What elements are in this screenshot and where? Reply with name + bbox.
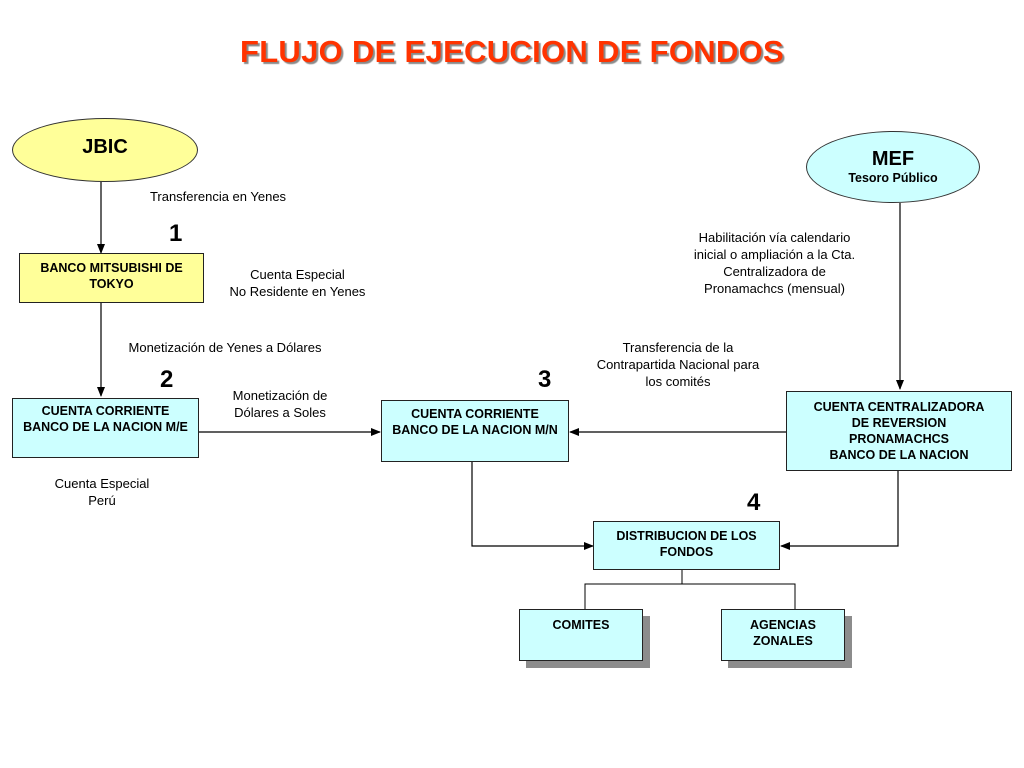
label-habilitacion: Habilitación vía calendario inicial o am… xyxy=(672,229,877,297)
habilitacion-line-1: Habilitación vía calendario xyxy=(698,230,851,245)
banco-mitsubishi-label: BANCO MITSUBISHI DE TOKYO xyxy=(40,261,183,291)
habilitacion-line-3: Centralizadora de xyxy=(723,264,826,279)
cuenta-centralizadora-box: CUENTA CENTRALIZADORA DE REVERSION PRONA… xyxy=(786,391,1012,471)
cuenta-corriente-mn-label: CUENTA CORRIENTE BANCO DE LA NACION M/N xyxy=(392,407,558,437)
step-number-3: 3 xyxy=(538,366,552,393)
agencias-zonales-box: AGENCIAS ZONALES xyxy=(721,609,845,661)
step-number-1: 1 xyxy=(169,220,183,247)
mef-sublabel: Tesoro Público xyxy=(848,171,938,185)
monetizacion-dolares-line-2: Dólares a Soles xyxy=(234,405,326,420)
mef-label: MEF xyxy=(871,148,915,170)
centralizadora-line-1: CUENTA CENTRALIZADORA xyxy=(813,400,985,414)
label-transferencia-contrapartida: Transferencia de la Contrapartida Nacion… xyxy=(578,339,778,390)
comites-label: COMITES xyxy=(552,618,610,632)
centralizadora-line-2: DE REVERSION xyxy=(851,416,947,430)
mef-node: MEF Tesoro Público xyxy=(806,131,980,203)
cuenta-especial-peru-line-2: Perú xyxy=(88,493,116,508)
page-title: FLUJO DE EJECUCION DE FONDOS xyxy=(239,34,785,69)
transferencia-contrapartida-line-2: Contrapartida Nacional para xyxy=(596,357,760,372)
habilitacion-line-2: inicial o ampliación a la Cta. xyxy=(693,247,856,262)
banco-mitsubishi-box: BANCO MITSUBISHI DE TOKYO xyxy=(19,253,204,303)
jbic-label: JBIC xyxy=(82,135,128,158)
arrow-centralizadora-to-distribucion xyxy=(780,471,899,550)
arrow-cc-mn-to-distribucion xyxy=(471,462,594,550)
step-number-2: 2 xyxy=(160,366,174,393)
cuenta-especial-peru-line-1: Cuenta Especial xyxy=(54,476,150,491)
label-monetizacion-yenes: Monetización de Yenes a Dólares xyxy=(128,340,322,355)
label-cuenta-especial-peru: Cuenta Especial Perú xyxy=(37,475,167,509)
connector-distribucion-to-children xyxy=(584,570,683,609)
comites-box: COMITES xyxy=(519,609,643,661)
distribucion-fondos-box: DISTRIBUCION DE LOS FONDOS xyxy=(593,521,780,570)
cuenta-corriente-mn-box: CUENTA CORRIENTE BANCO DE LA NACION M/N xyxy=(381,400,569,462)
step-number-4: 4 xyxy=(747,489,761,516)
cuenta-especial-yenes-line-2: No Residente en Yenes xyxy=(229,284,366,299)
connector-distribucion-to-agencias xyxy=(682,583,796,609)
label-cuenta-especial-yenes: Cuenta Especial No Residente en Yenes xyxy=(210,266,385,300)
centralizadora-line-4: BANCO DE LA NACION xyxy=(829,448,969,462)
label-monetizacion-dolares: Monetización de Dólares a Soles xyxy=(215,387,345,421)
cuenta-corriente-me-label: CUENTA CORRIENTE BANCO DE LA NACION M/E xyxy=(23,404,188,434)
monetizacion-dolares-line-1: Monetización de xyxy=(232,388,328,403)
cuenta-especial-yenes-line-1: Cuenta Especial xyxy=(250,267,345,282)
habilitacion-line-4: Pronamachcs (mensual) xyxy=(704,281,845,296)
transferencia-contrapartida-line-1: Transferencia de la xyxy=(622,340,734,355)
label-transferencia-yenes: Transferencia en Yenes xyxy=(149,189,287,204)
distribucion-fondos-label: DISTRIBUCION DE LOS FONDOS xyxy=(616,529,757,559)
agencias-zonales-label: AGENCIAS ZONALES xyxy=(750,618,816,648)
jbic-node: JBIC xyxy=(12,118,198,182)
centralizadora-line-3: PRONAMACHCS xyxy=(849,432,949,446)
cuenta-corriente-me-box: CUENTA CORRIENTE BANCO DE LA NACION M/E xyxy=(12,398,199,458)
transferencia-contrapartida-line-3: los comités xyxy=(645,374,711,389)
